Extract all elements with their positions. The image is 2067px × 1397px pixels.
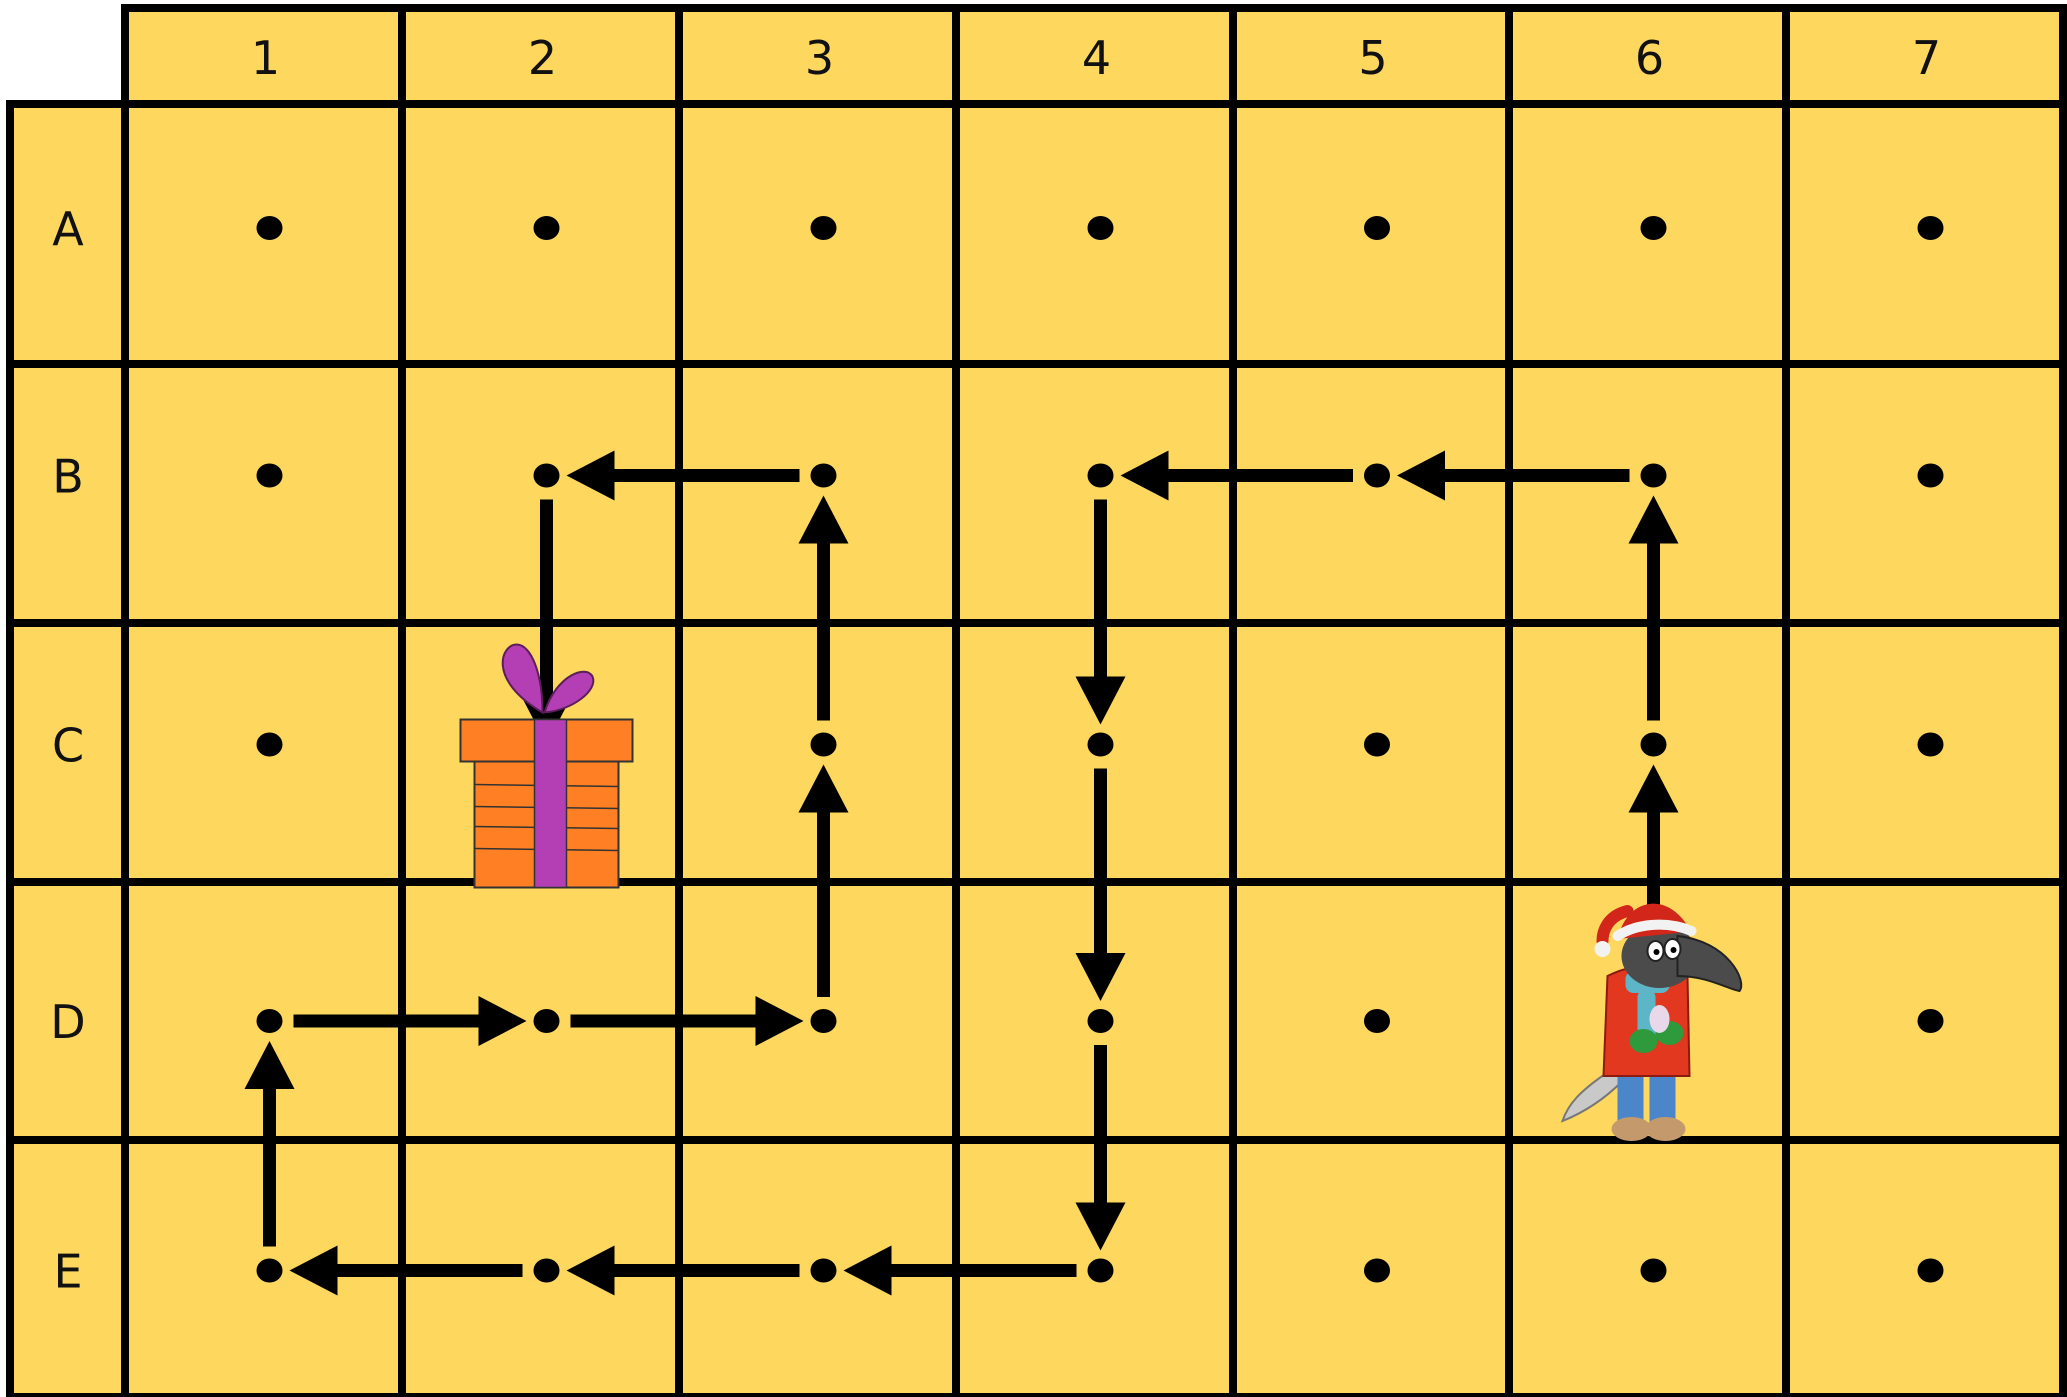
grid-dot	[811, 1009, 837, 1033]
grid-dot	[534, 1009, 560, 1033]
grid-dot	[1364, 464, 1390, 488]
grid-dot	[257, 1009, 283, 1033]
grid-dot	[1088, 733, 1114, 757]
grid-dot	[1088, 216, 1114, 240]
row-label: B	[52, 450, 84, 504]
grid-cell-B5[interactable]	[1233, 364, 1509, 623]
grid-dot	[534, 1259, 560, 1283]
grid-dot	[1088, 1009, 1114, 1033]
column-label: 7	[1912, 31, 1941, 85]
grid-dot	[1918, 733, 1944, 757]
grid-dot	[1364, 733, 1390, 757]
column-label: 4	[1082, 31, 1111, 85]
grid-dot	[1641, 464, 1667, 488]
grid-dot	[1918, 1259, 1944, 1283]
column-label: 2	[528, 31, 557, 85]
grid-dot	[1641, 216, 1667, 240]
grid-dot	[811, 1259, 837, 1283]
row-label: D	[50, 995, 85, 1049]
grid-dot	[534, 464, 560, 488]
grid-dot	[257, 733, 283, 757]
column-label: 3	[805, 31, 834, 85]
grid-dot	[811, 216, 837, 240]
grid-dot	[257, 1259, 283, 1283]
grid-cell-B7[interactable]	[1786, 364, 2063, 623]
grid-dot	[1364, 1009, 1390, 1033]
grid-dot	[1364, 1259, 1390, 1283]
grid-dot	[1364, 216, 1390, 240]
grid-dot	[257, 464, 283, 488]
column-label: 6	[1635, 31, 1664, 85]
row-label: A	[52, 202, 84, 256]
grid-dot	[1088, 1259, 1114, 1283]
row-label: E	[53, 1245, 82, 1299]
row-label: C	[52, 719, 84, 773]
grid-dot	[257, 216, 283, 240]
grid-dot	[811, 464, 837, 488]
grid-dot	[811, 733, 837, 757]
grid-dot	[1918, 216, 1944, 240]
grid-dot	[1918, 464, 1944, 488]
grid-dot	[534, 216, 560, 240]
column-label: 5	[1358, 31, 1387, 85]
grid-cell-B1[interactable]	[125, 364, 402, 623]
grid-dot	[1641, 733, 1667, 757]
grid-dot	[1088, 464, 1114, 488]
grid-dot	[1641, 1259, 1667, 1283]
column-label: 1	[251, 31, 280, 85]
grid-dot	[1918, 1009, 1944, 1033]
